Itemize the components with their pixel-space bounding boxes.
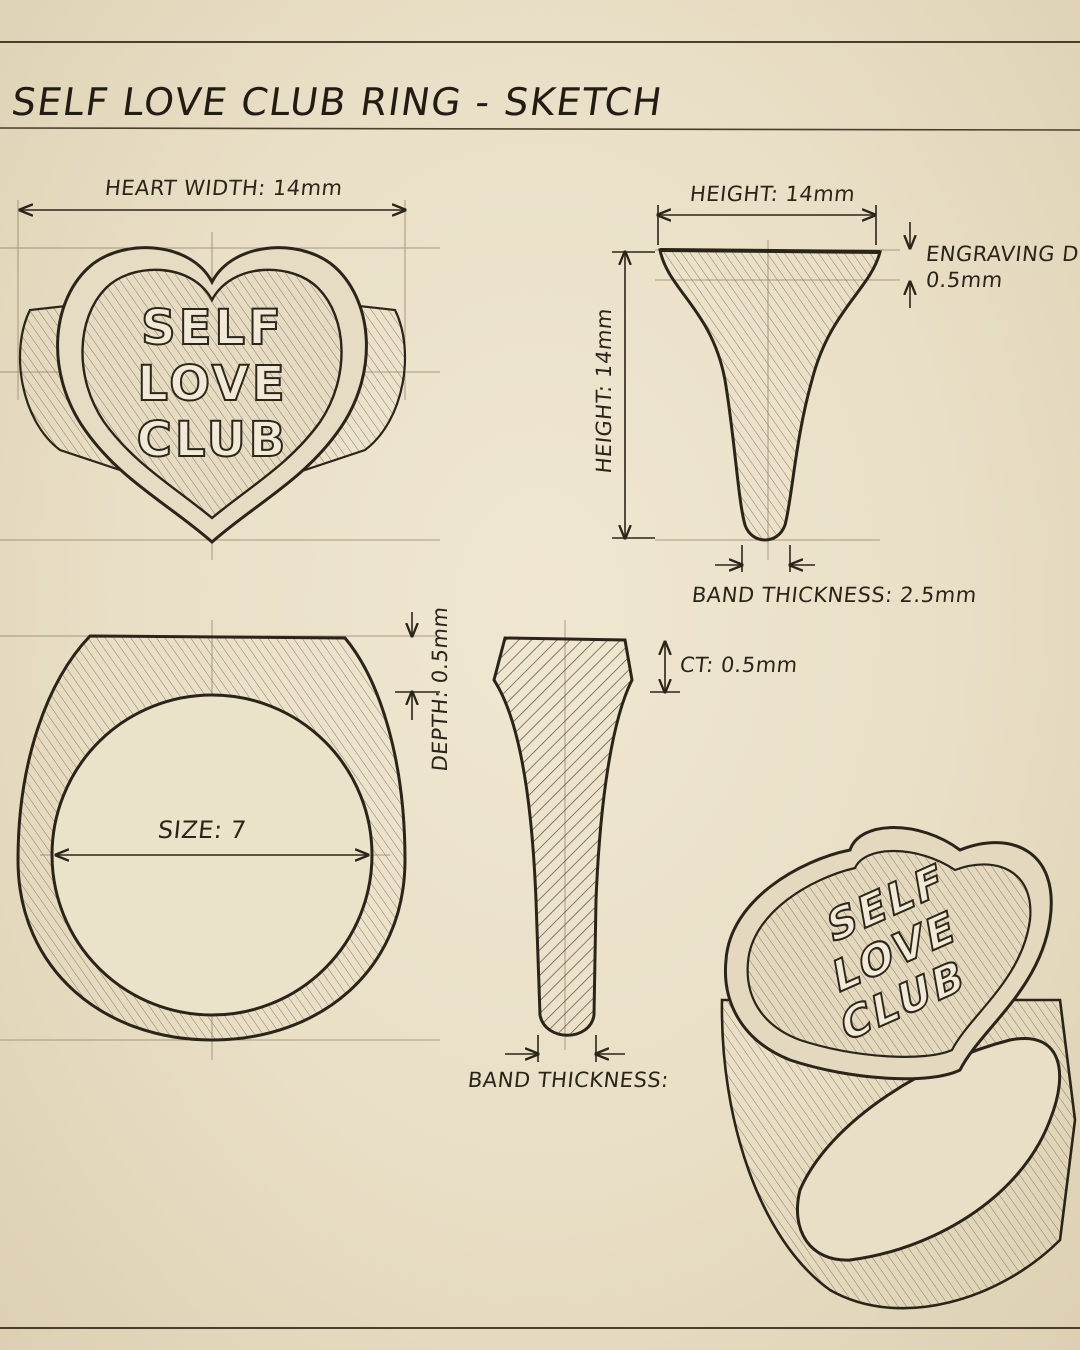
height-side-label: HEIGHT: 14mm	[592, 306, 616, 475]
engraving-depth-label: ENGRAVING DE	[924, 242, 1080, 266]
engraving-line-1: SELF	[140, 299, 284, 357]
size-label: SIZE: 7	[156, 816, 248, 844]
ct-label: CT: 0.5mm	[678, 653, 800, 677]
heart-width-label: HEART WIDTH: 14mm	[103, 176, 344, 200]
engraving-front: SELF LOVE CLUB	[110, 299, 315, 469]
heart-front-view	[18, 246, 407, 544]
cross-section-view	[492, 636, 634, 1037]
height-top-label: HEIGHT: 14mm	[688, 182, 857, 206]
perspective-view	[720, 826, 1077, 1310]
page-title: SELF LOVE CLUB RING - SKETCH	[8, 80, 666, 124]
engraving-line-2: LOVE	[136, 355, 288, 413]
dimension-lines	[20, 205, 910, 1062]
depth-label: DEPTH: 0.5mm	[428, 605, 452, 773]
engraving-depth-value: 0.5mm	[924, 268, 1005, 292]
frame-lines	[0, 41, 1080, 1329]
engraving-line-3: CLUB	[136, 411, 289, 469]
band-thickness-top-label: BAND THICKNESS: 2.5mm	[690, 583, 979, 607]
band-thickness-bottom-label: BAND THICKNESS:	[466, 1068, 671, 1092]
side-profile-view	[658, 248, 882, 542]
